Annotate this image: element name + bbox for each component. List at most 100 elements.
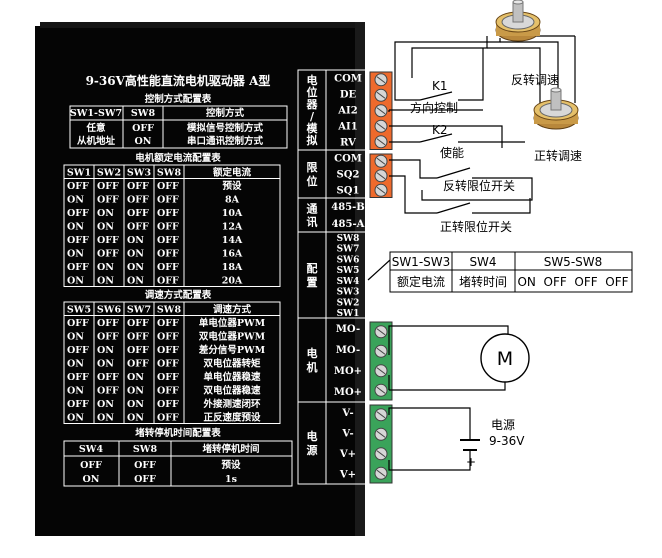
pin-label: V- — [341, 408, 353, 419]
table-cell: ON — [97, 276, 114, 287]
pin-label: MO+ — [334, 387, 362, 398]
table-cell: ON — [97, 345, 114, 356]
screw-slot — [376, 138, 386, 146]
pin-label: SW8 — [337, 234, 360, 244]
table-cell: OFF — [67, 345, 89, 356]
table-header: SW4 — [79, 444, 104, 455]
pin-group-name: 电 — [307, 429, 318, 443]
table-cell: ON — [127, 235, 144, 246]
table-cell: 8A — [225, 195, 240, 206]
reverse-potentiometer-icon — [495, 0, 541, 42]
table-border — [63, 164, 281, 287]
table-cell: ON — [97, 359, 114, 370]
table-cell: OFF — [157, 332, 179, 343]
plus-label: + — [466, 455, 476, 469]
table-cell: ON — [97, 399, 114, 410]
voltage-label: 9-36V — [489, 434, 525, 448]
table-header: SW8 — [131, 108, 156, 119]
pin-group-name: 讯 — [307, 216, 318, 229]
table-cell: ON — [67, 195, 84, 206]
table-cell: 串口通讯控制方式 — [187, 135, 264, 147]
table-cell: 单电位器PWM — [199, 317, 266, 329]
table-cell: OFF — [127, 359, 149, 370]
table-header: 额定电流 — [213, 167, 252, 179]
table-cell: OFF — [134, 460, 156, 471]
table-cell: 单电位器稳速 — [203, 371, 261, 383]
pin-label: SQ2 — [337, 170, 360, 181]
table-cell: OFF — [127, 208, 149, 219]
table-cell: OFF — [127, 332, 149, 343]
table-header: SW3 — [127, 168, 151, 179]
pin-label: DE — [340, 90, 357, 101]
pin-label: SW7 — [337, 245, 360, 255]
dip-header: SW4 — [469, 255, 496, 269]
screw-slot — [376, 469, 386, 477]
table-cell: OFF — [97, 318, 119, 329]
table-cell: OFF — [157, 399, 179, 410]
table-cell: ON — [67, 249, 84, 260]
table-cell: OFF — [97, 332, 119, 343]
table-cell: ON — [67, 386, 84, 397]
fwd-limit-label: 正转限位开关 — [440, 219, 512, 234]
stall-cells: SW4 SW8 堵转停机时间 OFF OFF 预设 ON OFF 1s — [79, 443, 260, 485]
table-cell: OFF — [97, 235, 119, 246]
table-cell: 20A — [222, 276, 243, 287]
pin-group-name: 限 — [307, 160, 318, 174]
pin-groups: 电位器/模拟COMDEAI2AI1RV限位COMSQ2SQ1通讯485-B485… — [306, 73, 365, 480]
screw-slot — [376, 328, 386, 336]
table-cell: 双电位器转矩 — [202, 358, 261, 370]
table-cell: OFF — [157, 249, 179, 260]
dip-header: SW1-SW3 — [392, 255, 451, 269]
table-cell: OFF — [157, 235, 179, 246]
forward-potentiometer-icon — [533, 87, 579, 130]
screw-slot — [376, 122, 386, 130]
table-cell: 双电位器稳速 — [202, 385, 261, 397]
dip-value: 堵转时间 — [459, 274, 507, 289]
table-border — [63, 301, 281, 424]
table-header: 调速方式 — [213, 304, 252, 316]
pin-label: SW1 — [337, 309, 360, 319]
pin-label: MO- — [336, 324, 360, 335]
dip-cells: SW1-SW3 SW4 SW5-SW8 额定电流 堵转时间 ON OFF OFF… — [392, 255, 629, 289]
screw-slot — [376, 450, 386, 458]
screw-slot — [376, 386, 386, 394]
table-cell: OFF — [67, 318, 89, 329]
table-cell: OFF — [97, 195, 119, 206]
table-cell: OFF — [127, 222, 149, 233]
table-cell: ON — [135, 136, 152, 147]
terminal-block — [369, 321, 393, 401]
control-mode-cells: SW1-SW7 SW8 控制方式 任意 OFF 模拟信号控制方式 从机地址 ON… — [70, 107, 264, 147]
table-header: SW6 — [97, 305, 122, 316]
k1-label: K1 — [432, 79, 448, 93]
table-cell: ON — [67, 413, 84, 424]
table-cell: ON — [127, 276, 144, 287]
pin-group-name: 置 — [307, 276, 318, 289]
pin-label: SW5 — [337, 266, 360, 276]
table-header: SW5 — [67, 305, 91, 316]
table-cell: 模拟信号控制方式 — [187, 122, 264, 134]
pin-label: V+ — [339, 449, 356, 460]
table-header: SW7 — [127, 305, 151, 316]
table-cell: ON — [67, 222, 84, 233]
terminal-blocks — [369, 71, 393, 484]
pin-label: SW4 — [337, 277, 360, 287]
screw-slot — [376, 76, 386, 84]
table-cell: 预设 — [221, 459, 241, 471]
table-cell: ON — [67, 332, 84, 343]
pin-group-name: / — [310, 110, 315, 123]
speed-heading: 调速方式配置表 — [145, 289, 212, 301]
table-cell: 1s — [225, 474, 237, 485]
stall-heading: 堵转停机时间配置表 — [135, 427, 221, 439]
pin-label: V- — [341, 428, 353, 439]
screw-slot — [376, 430, 386, 438]
pin-label: RV — [340, 138, 356, 149]
pin-group-name: 位 — [307, 174, 318, 188]
pin-group-name: 模 — [307, 121, 319, 135]
screw-slot — [376, 107, 386, 115]
table-cell: 10A — [222, 208, 243, 219]
screw-slot — [376, 186, 386, 194]
table-cell: OFF — [80, 460, 102, 471]
table-cell: 14A — [222, 235, 243, 246]
pin-group-name: 器 — [306, 98, 319, 111]
